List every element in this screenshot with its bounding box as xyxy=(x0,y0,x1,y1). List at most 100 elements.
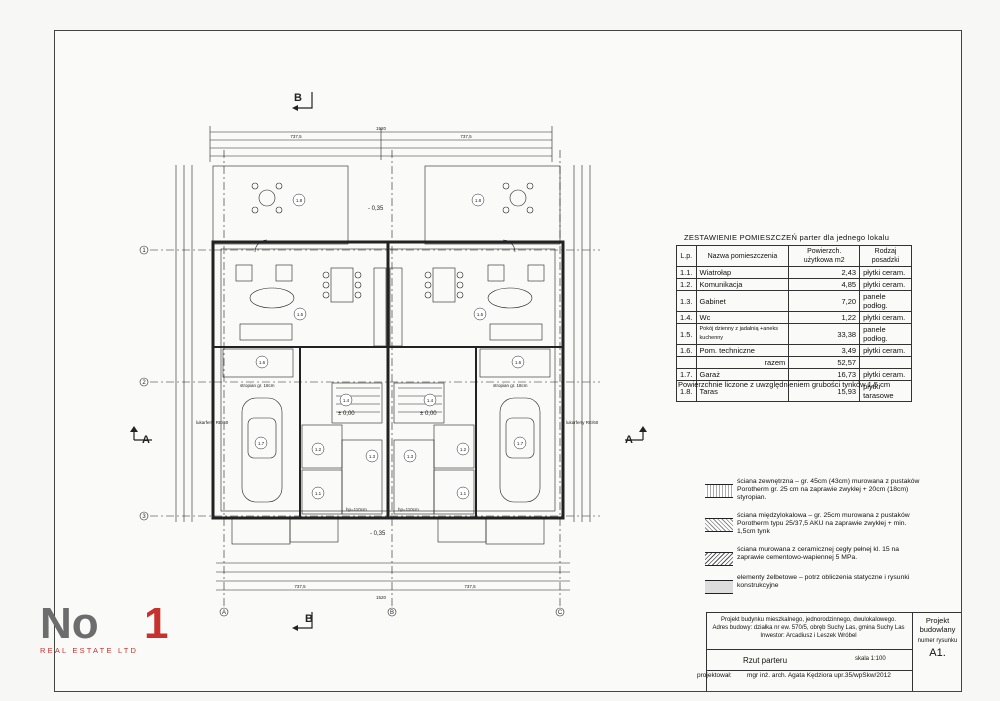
room-tag: 1.4 xyxy=(343,398,350,403)
project-info-line: Projekt budynku mieszkalnego, jednorodzi… xyxy=(720,617,897,623)
cell-name: Garaż xyxy=(695,368,790,381)
logo-graphic: No 1 REAL ESTATE LTD xyxy=(40,599,168,655)
designer-label: projektował: xyxy=(697,672,732,679)
cell-name: Taras xyxy=(695,380,790,402)
room-tag: 1.7 xyxy=(517,441,524,446)
table-header-row: L.p. Nazwa pomieszczenia Powierzch. użyt… xyxy=(676,245,912,267)
cell-lp: 1.4. xyxy=(676,311,697,324)
section-marker-bottom: B xyxy=(305,613,313,625)
cell-area: 33,38 xyxy=(788,323,861,345)
axis-col-b: B xyxy=(390,610,394,616)
legend-text: ściana zewnętrzna – gr. 45cm (43cm) muro… xyxy=(737,478,920,501)
room-tag: 1.4 xyxy=(427,398,434,403)
legend-swatch-party-wall xyxy=(705,518,733,532)
room-tag: 1.5 xyxy=(477,312,484,317)
cell-floor: płytki ceram. xyxy=(859,311,912,324)
legend-text: ściana murowana z ceramicznej cegły pełn… xyxy=(737,546,900,561)
col-header-lp: L.p. xyxy=(676,245,697,267)
level-right-floor: ± 0,00 xyxy=(420,411,437,417)
cell-lp: 1.7. xyxy=(676,368,697,381)
legend-text: ściana międzylokalowa – gr. 25cm murowan… xyxy=(737,512,910,535)
table-caption: ZESTAWIENIE POMIESZCZEŃ parter dla jedne… xyxy=(684,233,890,242)
axis-row-1: 1 xyxy=(142,248,146,254)
no1-logo: No 1 REAL ESTATE LTD xyxy=(40,598,220,658)
cell-area: 16,73 xyxy=(788,368,861,381)
axis-col-a: A xyxy=(222,610,226,616)
logo-digit: 1 xyxy=(144,599,168,648)
col-header-name: Nazwa pomieszczenia xyxy=(695,245,790,267)
room-tag: 1.7 xyxy=(258,441,265,446)
legend-text: elementy żelbetowe – potrz obliczenia st… xyxy=(737,574,910,589)
drawing-title-row: Rzut parteru skala 1:100 xyxy=(707,649,912,671)
cell-floor: płytki ceram. xyxy=(859,368,912,381)
cell-floor: płytki ceram. xyxy=(859,278,912,291)
cell-lp: 1.3. xyxy=(676,290,697,312)
cell-floor: panele podłog. xyxy=(859,290,912,312)
cell-floor: panele podłog. xyxy=(859,323,912,345)
room-tag: 1.3 xyxy=(407,454,414,459)
plan-label: lukarferty RE/60 xyxy=(566,420,599,425)
cell-area: 1,22 xyxy=(788,311,861,324)
dim-total-top: 1520 xyxy=(376,126,387,131)
cell-area: 4,85 xyxy=(788,278,861,291)
cell-area: 3,49 xyxy=(788,344,861,357)
axis-row-3: 3 xyxy=(142,514,146,520)
legend-swatch-exterior-wall xyxy=(705,484,733,498)
cell-lp: 1.6. xyxy=(676,344,697,357)
designer-name: mgr inż. arch. Agata Kędziora upr.35/wpS… xyxy=(747,672,891,679)
legend-item: ściana murowana z ceramicznej cegły pełn… xyxy=(705,546,920,574)
sum-label: razem xyxy=(695,356,790,369)
project-type: Projekt budowlany xyxy=(919,616,956,634)
section-marker-top: B xyxy=(294,92,302,104)
drawing-number-label: numer rysunku xyxy=(917,638,958,644)
section-marker-right: A xyxy=(625,434,633,446)
table-note: Powierzchnie liczone z uwzględnieniem gr… xyxy=(678,380,891,389)
dim-right-bottom: 737,5 xyxy=(464,584,476,589)
cell-name: Wc xyxy=(695,311,790,324)
room-tag: 1.8 xyxy=(475,198,482,203)
axis-col-c: C xyxy=(558,610,563,616)
cell-floor: płytki tarasowe xyxy=(859,380,912,402)
cell-name: Pokój dzienny z jadalnią +aneks kuchenny xyxy=(695,323,790,345)
cell-name: Pom. techniczne xyxy=(695,344,790,357)
legend-swatch-brick-wall xyxy=(705,552,733,566)
legend-item: elementy żelbetowe – potrz obliczenia st… xyxy=(705,574,920,608)
cell-floor: płytki ceram. xyxy=(859,344,912,357)
drawing-scale: skala 1:100 xyxy=(855,656,886,662)
room-tag: 1.2 xyxy=(460,447,467,452)
plan-label: lukarferty RE/60 xyxy=(196,420,229,425)
project-info-line: Adres budowy: działka nr ew. 570/5, obrę… xyxy=(712,625,905,631)
dim-left-bottom: 737,5 xyxy=(294,584,306,589)
plan-label: hp=110cm xyxy=(346,507,367,512)
section-marker-left: A xyxy=(142,434,150,446)
table-row: 1.5.Pokój dzienny z jadalnią +aneks kuch… xyxy=(676,323,912,345)
cell-floor: płytki ceram. xyxy=(859,266,912,279)
col-header-area: Powierzch. użytkowa m2 xyxy=(788,245,861,267)
plan-label: hp=110cm xyxy=(398,507,419,512)
wall-legend: ściana zewnętrzna – gr. 45cm (43cm) muro… xyxy=(705,478,920,608)
logo-tagline: REAL ESTATE LTD xyxy=(40,646,138,655)
cell-area: 2,43 xyxy=(788,266,861,279)
sum-value: 52,57 xyxy=(788,356,861,369)
project-type-cell: Projekt budowlany numer rysunku A1. xyxy=(912,613,962,691)
cell-area: 7,20 xyxy=(788,290,861,312)
cell-lp: 1.1. xyxy=(676,266,697,279)
room-tag: 1.2 xyxy=(315,447,322,452)
dim-right-top: 737,5 xyxy=(460,134,472,139)
plan-label: stropian gr. 18cm xyxy=(240,383,275,388)
drawing-number: A1. xyxy=(929,647,946,659)
legend-item: ściana międzylokalowa – gr. 25cm murowan… xyxy=(705,512,920,546)
cell-lp: 1.5. xyxy=(676,323,697,345)
cell-lp: 1.2. xyxy=(676,278,697,291)
cell-name: Wiatrołap xyxy=(695,266,790,279)
